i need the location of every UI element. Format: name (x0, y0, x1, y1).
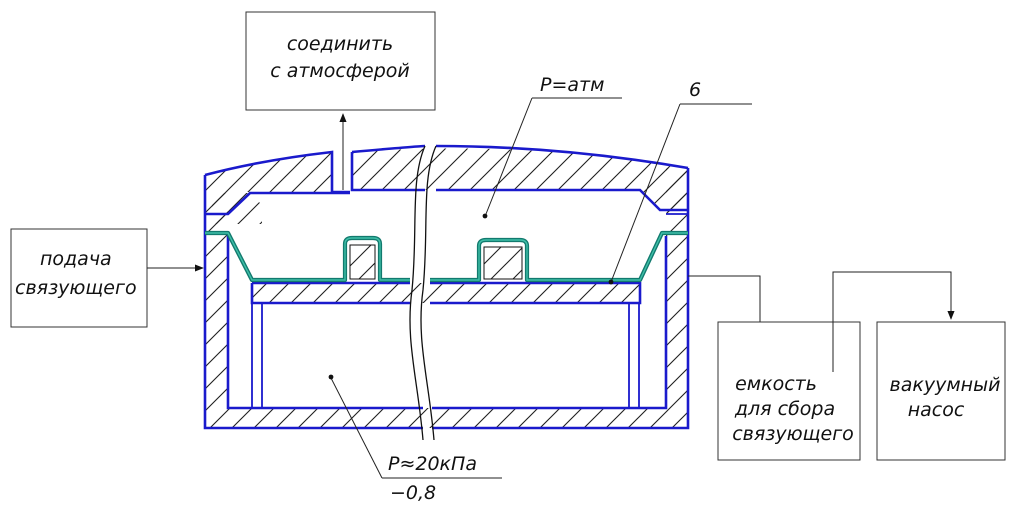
insert-right (483, 246, 523, 280)
lid-left (204, 150, 350, 194)
atmosphere-label-line1: соединить (287, 33, 393, 55)
core-plate (253, 283, 639, 303)
mold-outline (203, 144, 690, 430)
tank-label-line1: емкость (735, 373, 817, 395)
item-six-callout: 6 (608, 79, 752, 285)
lid-hatching (205, 148, 688, 224)
tank-label-line3: связующего (732, 423, 854, 445)
insert-left (349, 244, 376, 280)
membrane-right (430, 230, 688, 283)
binder-feed-box: подача связующего (10, 228, 148, 328)
binder-feed-line1: подача (40, 248, 112, 270)
lid-right (351, 144, 426, 154)
pressure-vacuum-label: Р≈20кПа (388, 453, 477, 475)
pressure-vacuum-callout: Р≈20кПа −0,8 (328, 374, 502, 504)
pressure-atm-callout: Р=атм (482, 74, 622, 219)
pressure-value-label: −0,8 (390, 482, 436, 504)
atmosphere-box: соединить с атмосферой (245, 11, 436, 111)
break-line (409, 145, 437, 441)
membrane (205, 230, 688, 283)
pump-label-line2: насос (908, 399, 965, 421)
collection-tank-box: емкость для сбора связующего (717, 321, 861, 461)
binder-feed-line2: связующего (15, 277, 137, 299)
atmosphere-label-line2: с атмосферой (270, 60, 410, 82)
outer-wall (203, 175, 423, 430)
tank-label-line2: для сбора (734, 398, 835, 420)
pressure-atm-label: Р=атм (540, 74, 604, 96)
vacuum-pump-box: вакуумный насос (876, 321, 1006, 461)
pipe-to-pump (832, 271, 955, 372)
pump-label-line1: вакуумный (890, 374, 1001, 396)
item-number-label: 6 (689, 79, 701, 101)
